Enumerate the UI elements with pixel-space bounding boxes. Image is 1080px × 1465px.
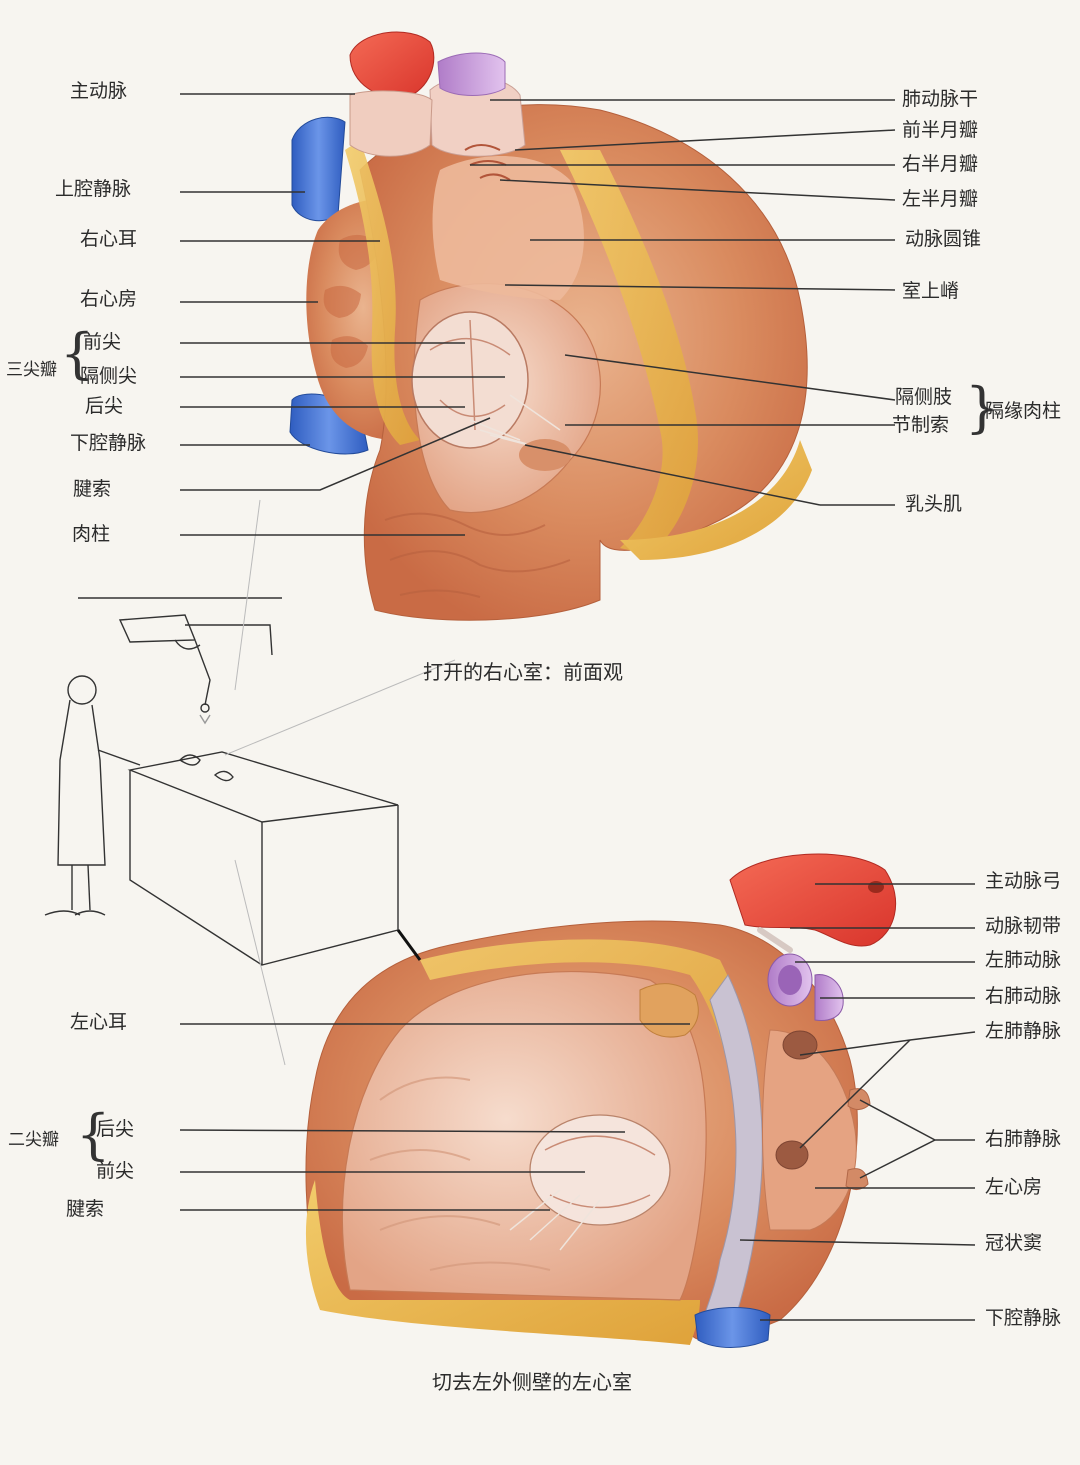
label-ligamentum-arteriosum: 动脉韧带 xyxy=(985,915,1062,937)
label-papillary-muscle: 乳头肌 xyxy=(905,493,963,515)
bottom-heart-illustration xyxy=(305,853,897,1348)
papillary-muscle-shape xyxy=(519,439,571,471)
label-posterior-cusp: 后尖 xyxy=(85,395,124,417)
label-mitral-chordae: 腱索 xyxy=(66,1198,105,1220)
top-heart-illustration xyxy=(289,31,812,621)
caption-bottom-figure: 切去左外侧壁的左心室 xyxy=(432,1370,632,1394)
label-superior-vena-cava: 上腔静脉 xyxy=(55,178,132,200)
dissection-sketch xyxy=(44,499,456,1066)
pulmonary-trunk-top xyxy=(437,52,506,96)
tricuspid-cusps xyxy=(429,319,511,431)
label-coronary-sinus: 冠状窦 xyxy=(985,1232,1043,1254)
left-auricle-shape xyxy=(639,983,699,1038)
label-anterior-cusp: 前尖 xyxy=(83,331,122,353)
label-trabeculae-carneae: 肉柱 xyxy=(72,523,111,545)
inferior-vena-cava-bottom-shape xyxy=(694,1307,771,1348)
label-tricuspid-valve: 三尖瓣 xyxy=(6,360,57,380)
label-right-auricle: 右心耳 xyxy=(80,228,138,250)
label-supraventricular-crest: 室上嵴 xyxy=(902,280,960,302)
ligamentum-arteriosum-shape xyxy=(757,927,793,953)
label-conus-arteriosus: 动脉圆锥 xyxy=(905,228,982,250)
label-septal-cusp: 隔侧尖 xyxy=(80,365,138,387)
apex-fat-border xyxy=(305,1180,700,1345)
label-left-atrium: 左心房 xyxy=(985,1176,1043,1198)
label-left-semilunar-cusp: 左半月瓣 xyxy=(902,188,979,210)
left-pulmonary-artery-lumen xyxy=(778,965,802,995)
mitral-cusps xyxy=(544,1135,656,1209)
label-right-pulmonary-artery: 右肺动脉 xyxy=(985,985,1062,1007)
anterior-groove-fat xyxy=(560,150,698,555)
label-mitral-posterior-cusp: 后尖 xyxy=(96,1118,135,1140)
chordae-strands xyxy=(469,394,561,449)
mitral-valve xyxy=(529,1114,671,1226)
label-moderator-band: 节制索 xyxy=(892,414,950,436)
bottom-leader-lines xyxy=(179,883,976,1321)
label-chordae-tendineae: 腱索 xyxy=(73,478,112,500)
label-pulmonary-trunk: 肺动脉干 xyxy=(902,88,979,110)
semilunar-cusps xyxy=(464,144,511,181)
label-right-semilunar-cusp: 右半月瓣 xyxy=(902,153,979,175)
top-leader-lines xyxy=(180,93,896,536)
left-pulmonary-vein-opening xyxy=(782,1030,818,1060)
conus-wall xyxy=(432,156,584,300)
caption-top-figure: 打开的右心室：前面观 xyxy=(423,660,623,684)
label-anterior-semilunar-cusp: 前半月瓣 xyxy=(902,119,979,141)
label-inferior-vena-cava: 下腔静脉 xyxy=(70,432,147,454)
ascending-aorta-shape xyxy=(349,90,433,157)
left-atrium-shape xyxy=(762,1029,857,1231)
right-margin-fat xyxy=(620,440,812,560)
aortic-arch-shape xyxy=(729,853,897,947)
label-left-pulmonary-veins: 左肺静脉 xyxy=(985,1020,1062,1042)
tricuspid-brace: { xyxy=(60,322,95,385)
label-left-auricle: 左心耳 xyxy=(70,1011,128,1033)
superior-vena-cava-shape xyxy=(291,116,346,222)
aortic-arch-opening xyxy=(868,881,884,893)
right-auricle-lobes xyxy=(323,234,380,368)
label-mitral-anterior-cusp: 前尖 xyxy=(96,1160,135,1182)
label-septomarginal-trabecula: 隔缘肉柱 xyxy=(985,400,1062,422)
left-ventricle-trabeculae xyxy=(369,1076,551,1271)
label-right-atrium: 右心房 xyxy=(80,288,138,310)
aorta-shape xyxy=(349,31,435,99)
label-aortic-arch: 主动脉弓 xyxy=(985,870,1062,892)
label-inferior-vena-cava-bottom: 下腔静脉 xyxy=(985,1307,1062,1329)
label-aorta: 主动脉 xyxy=(70,80,128,102)
label-septal-limb: 隔侧肢 xyxy=(895,386,953,408)
mitral-brace: { xyxy=(76,1103,111,1166)
label-left-pulmonary-artery: 左肺动脉 xyxy=(985,949,1062,971)
label-mitral-valve: 二尖瓣 xyxy=(8,1130,59,1150)
tricuspid-valve-ring xyxy=(411,311,529,449)
atrioventricular-fat xyxy=(345,140,420,445)
av-groove-fat xyxy=(420,939,760,1115)
label-right-pulmonary-veins: 右肺静脉 xyxy=(985,1128,1062,1150)
trabeculae-texture xyxy=(384,512,571,598)
